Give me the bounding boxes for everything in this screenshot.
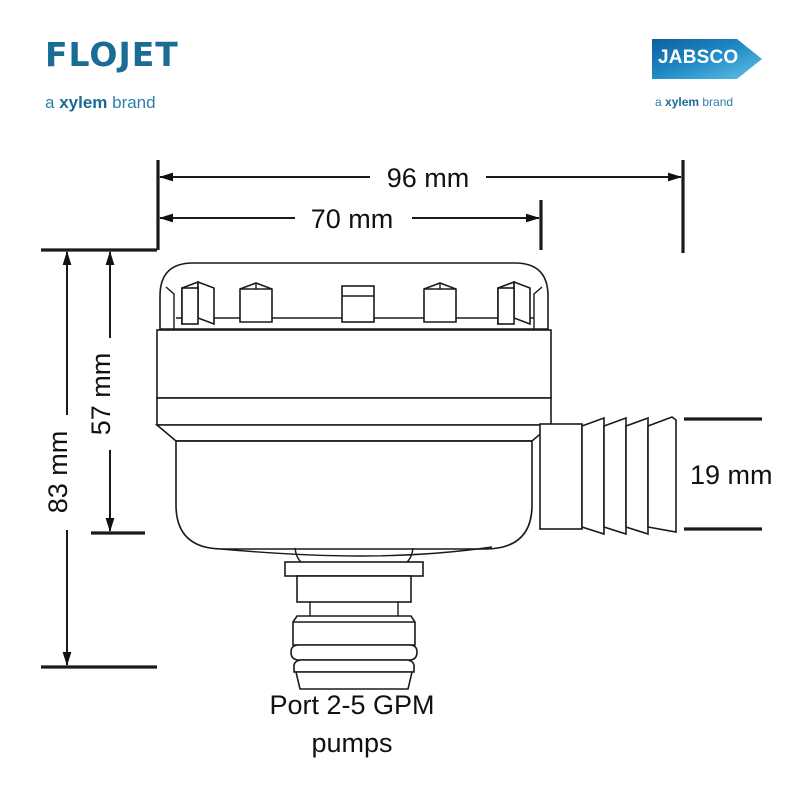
bottom-port [284,547,424,690]
jabsco-tagline-prefix: a [655,95,666,109]
cap-tab-3 [341,285,375,323]
part-outline-group [154,262,677,690]
barb-neck [539,423,583,530]
caption-group: Port 2-5 GPM pumps [269,690,434,758]
bowl-bottom-seam [220,546,493,557]
dimension-83mm: 83 mm [41,248,157,669]
flojet-wordmark: FLOJET [45,35,179,74]
flojet-tagline-suffix: brand [107,93,156,112]
cap-left-skirt [165,286,175,330]
body-bowl [175,440,533,550]
cap-tab-5 [497,280,531,326]
dimension-19mm: 19 mm [684,417,773,531]
dimension-70mm: 70 mm [159,200,543,250]
flojet-tagline-xylem: xylem [59,93,108,112]
flojet-logo: FLOJET a xylem brand [45,38,245,128]
port-neck [296,575,412,603]
port-collar [292,615,416,646]
port-thread-ring-1 [290,644,418,661]
body-band [156,397,552,426]
flojet-tagline: a xylem brand [45,93,245,113]
barb-segment-3 [625,416,649,536]
jabsco-tagline-suffix: brand [699,95,734,109]
barb-segment-1 [581,416,605,536]
dimension-label-70mm: 70 mm [311,204,394,234]
barb-segment-4 [647,416,677,533]
hose-barb-outlet [539,416,677,536]
caption-line-2: pumps [311,728,392,758]
dimension-label-83mm: 83 mm [43,431,73,514]
jabsco-tagline-xylem: xylem [665,95,700,109]
dimension-label-96mm: 96 mm [387,163,470,193]
jabsco-banner-shape: JABSCO [652,36,764,82]
body-chamfer [154,424,554,442]
dimension-label-57mm: 57 mm [86,353,116,436]
caption-line-1: Port 2-5 GPM [269,690,434,720]
dimension-label-19mm: 19 mm [690,460,773,490]
jabsco-wordmark: JABSCO [658,47,739,68]
cap-tab-1 [181,280,215,326]
barb-segment-2 [603,416,627,536]
dimension-96mm: 96 mm [156,160,685,253]
port-bottom-cap [294,671,414,690]
jabsco-tagline: a xylem brand [652,95,770,109]
port-flange [284,561,424,577]
cap-tab-4 [423,282,457,323]
flojet-tagline-prefix: a [45,93,60,112]
body-cylinder [156,329,552,399]
jabsco-logo: JABSCO a xylem brand [652,36,770,128]
dimension-57mm: 57 mm [86,251,145,535]
cap-tab-2 [239,282,273,323]
port-thread-ring-2 [293,659,415,673]
